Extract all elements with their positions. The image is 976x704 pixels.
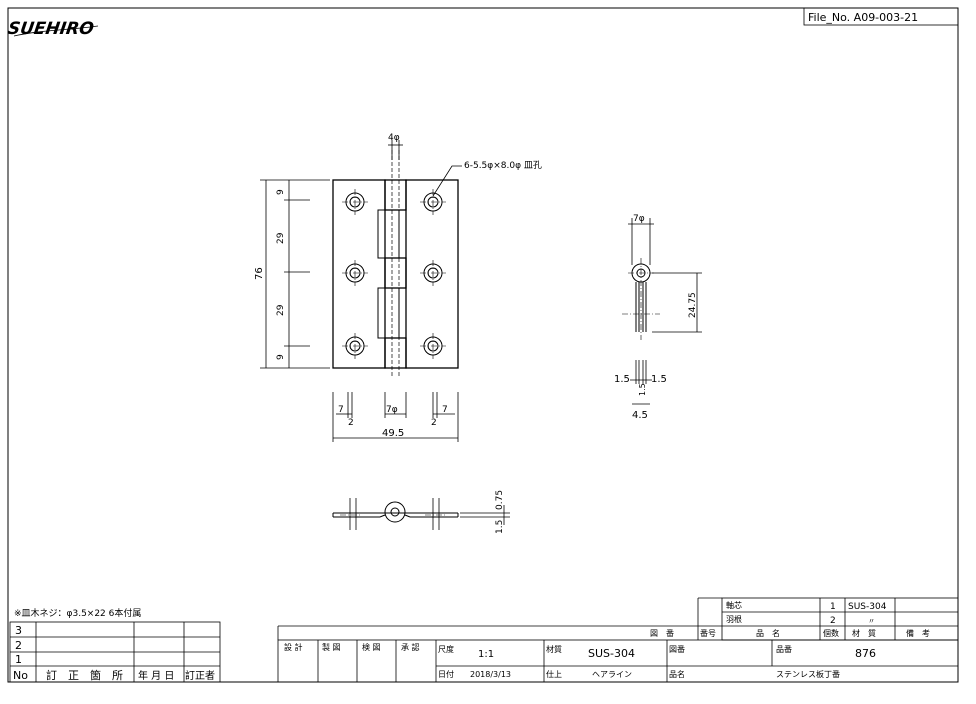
side-4-5-label: 4.5 xyxy=(632,410,648,421)
parts-header-material: 材 質 xyxy=(852,628,876,638)
dim-29-b: 29 xyxy=(276,304,286,316)
knuckle xyxy=(384,337,407,369)
front-view: 4φ 6-5.5φ×8.0φ 皿孔 76 9 29 29 9 49.5 7 2 … xyxy=(254,133,542,442)
finish-value: ヘアライン xyxy=(592,670,632,679)
screw-hole xyxy=(420,189,446,215)
revision-date-header: 年 月 日 xyxy=(138,669,174,682)
parts-header-qty: 個数 xyxy=(823,628,839,638)
side-24-75-label: 24.75 xyxy=(688,292,698,318)
parts-table: 軸芯 1 SUS-304 羽根 2 〃 図 番 番号 品 名 個数 材 質 備 … xyxy=(650,597,959,641)
side-1-5-left: 1.5 xyxy=(614,374,630,385)
dim-29-a: 29 xyxy=(276,232,286,244)
overall-height-label: 76 xyxy=(254,267,265,280)
material-label: 材質 xyxy=(546,644,562,654)
revision-no-header: No xyxy=(13,669,28,682)
approve-label: 承 認 xyxy=(401,642,420,652)
right-leaf xyxy=(405,179,459,369)
part-material: 〃 xyxy=(868,617,875,625)
name-value: ステンレス板丁番 xyxy=(776,669,840,679)
part-qty: 2 xyxy=(830,616,836,626)
dim-2-left: 2 xyxy=(348,418,354,428)
draft-label: 製 図 xyxy=(322,642,341,652)
side-1-5-mid: 1.5 xyxy=(638,383,647,396)
finish-label: 仕上 xyxy=(546,669,562,679)
knuckle xyxy=(377,287,400,339)
side-1-5-right: 1.5 xyxy=(651,374,667,385)
suehiro-logo: SUEHIRO xyxy=(7,19,99,39)
dim-7-right: 7 xyxy=(442,405,448,415)
bottom-0-75-label: 0.75 xyxy=(495,490,505,510)
revision-table: 3 2 1 No 訂 正 箇 所 年 月 日 訂正者 xyxy=(9,621,221,683)
dim-9-top: 9 xyxy=(276,189,286,195)
revision-no: 3 xyxy=(15,624,22,637)
screw-hole xyxy=(420,333,446,359)
screw-hole xyxy=(342,260,368,286)
parts-header-no: 番号 xyxy=(700,628,716,638)
design-label: 設 計 xyxy=(284,642,303,652)
scale-label: 尺度 xyxy=(438,644,454,654)
name-label: 品名 xyxy=(669,669,685,679)
screw-hole xyxy=(342,189,368,215)
knuckle xyxy=(377,209,400,259)
knuckle xyxy=(384,179,407,211)
hole-note: 6-5.5φ×8.0φ 皿孔 xyxy=(464,160,542,171)
screw-note: ※皿木ネジ：φ3.5×22 6本付属 xyxy=(14,607,141,619)
scale-value: 1:1 xyxy=(478,649,494,660)
date-label: 日付 xyxy=(438,669,454,679)
side-7phi-label: 7φ xyxy=(633,214,645,224)
parts-header-drawing: 図 番 xyxy=(650,628,674,638)
revision-place-header: 訂 正 箇 所 xyxy=(46,668,123,682)
part-qty: 1 xyxy=(830,602,836,612)
pin-dia-label: 4φ xyxy=(388,133,400,143)
item-no-value: 876 xyxy=(855,647,876,660)
overall-width-label: 49.5 xyxy=(382,428,404,439)
file-no: File_No. A09-003-21 xyxy=(808,11,918,24)
dim-9-bottom: 9 xyxy=(276,354,286,360)
date-value: 2018/3/13 xyxy=(470,670,511,679)
screw-hole xyxy=(342,333,368,359)
revision-no: 1 xyxy=(15,653,22,666)
sheet-border xyxy=(7,7,959,683)
dim-2-right: 2 xyxy=(431,418,437,428)
left-leaf xyxy=(332,179,386,369)
dim-7-left: 7 xyxy=(338,405,344,415)
part-name: 軸芯 xyxy=(726,600,742,610)
revision-no: 2 xyxy=(15,639,22,652)
material-value: SUS-304 xyxy=(588,647,635,660)
parts-header-remark: 備 考 xyxy=(906,628,930,638)
part-name: 羽根 xyxy=(726,614,742,624)
bottom-view: 0.75 1.5 xyxy=(332,490,510,534)
dim-7phi-center: 7φ xyxy=(386,405,398,415)
title-block: 設 計 製 図 検 図 承 認 尺度 1:1 材質 SUS-304 図番 品番 … xyxy=(277,625,959,683)
svg-text:SUEHIRO: SUEHIRO xyxy=(7,19,96,39)
side-view: 7φ 24.75 1.5 1.5 1.5 4.5 xyxy=(614,214,702,421)
check-label: 検 図 xyxy=(362,642,381,652)
file-no-box xyxy=(803,7,959,26)
parts-header-name: 品 名 xyxy=(756,628,780,638)
knuckle xyxy=(384,257,407,289)
screw-hole xyxy=(420,260,446,286)
part-material: SUS-304 xyxy=(848,602,887,612)
revision-person-header: 訂正者 xyxy=(185,669,215,682)
item-no-label: 品番 xyxy=(776,644,792,654)
bottom-1-5-label: 1.5 xyxy=(495,520,505,534)
drawing-no-label: 図番 xyxy=(669,644,685,654)
